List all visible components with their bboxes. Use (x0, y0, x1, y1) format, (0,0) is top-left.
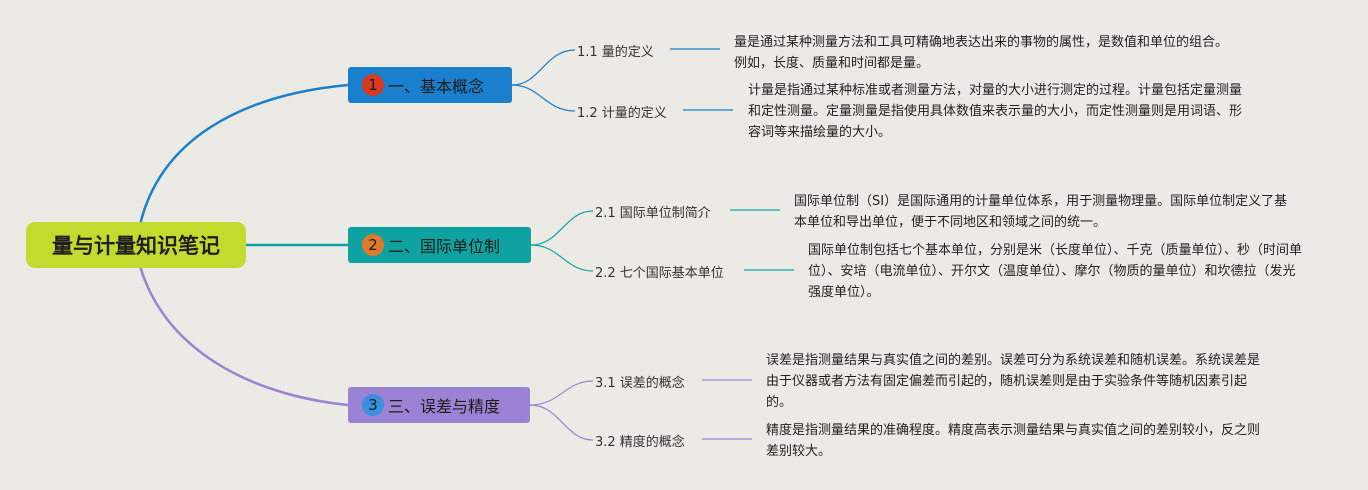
note-3-1: 误差是指测量结果与真实值之间的差别。误差可分为系统误差和随机误差。系统误差是由于… (766, 353, 1261, 410)
note-1-1: 量是通过某种测量方法和工具可精确地表达出来的事物的属性，是数值和单位的组合。例如… (734, 35, 1229, 71)
subtopic-3-1[interactable]: 3.1 误差的概念 (595, 376, 685, 391)
root-title: 量与计量知识笔记 (52, 234, 220, 258)
topic-label: 三、误差与精度 (388, 397, 501, 416)
topic-basic-concepts[interactable]: 1 一、基本概念 (348, 67, 512, 103)
note-3-2: 精度是指测量结果的准确程度。精度高表示测量结果与真实值之间的差别较小，反之则差别… (766, 423, 1261, 459)
topic-label: 一、基本概念 (388, 77, 485, 96)
subtopic-1-2[interactable]: 1.2 计量的定义 (577, 106, 667, 121)
root-topic[interactable]: 量与计量知识笔记 (26, 222, 246, 268)
subtopic-1-1[interactable]: 1.1 量的定义 (577, 45, 654, 60)
topic-si-units[interactable]: 2 二、国际单位制 (348, 227, 531, 263)
connector-topic1-sub2 (511, 84, 576, 112)
subtopic-3-2[interactable]: 3.2 精度的概念 (595, 435, 685, 450)
connector-topic2-sub1 (530, 210, 594, 246)
connector-topic2-sub2 (530, 244, 594, 272)
number-badge-icon: 3 (362, 394, 384, 416)
topic-error-precision[interactable]: 3 三、误差与精度 (348, 387, 530, 423)
note-2-1: 国际单位制（SI）是国际通用的计量单位体系，用于测量物理量。国际单位制定义了基本… (794, 194, 1288, 230)
connector-root-topic1 (138, 83, 349, 226)
number-badge-icon: 2 (362, 234, 384, 256)
note-2-2: 国际单位制包括七个基本单位，分别是米（长度单位）、千克（质量单位）、秒（时间单位… (808, 243, 1303, 300)
number-badge-icon: 1 (362, 74, 384, 96)
connector-root-topic3 (138, 265, 349, 407)
subtopic-2-2[interactable]: 2.2 七个国际基本单位 (595, 266, 724, 281)
connector-topic3-sub1 (529, 380, 594, 406)
topic-label: 二、国际单位制 (388, 237, 501, 256)
note-1-2: 计量是指通过某种标准或者测量方法，对量的大小进行测定的过程。计量包括定量测量和定… (748, 83, 1243, 140)
connector-topic1-sub1 (511, 49, 576, 86)
connector-topic3-sub2 (529, 404, 594, 441)
subtopic-2-1[interactable]: 2.1 国际单位制简介 (595, 206, 711, 221)
